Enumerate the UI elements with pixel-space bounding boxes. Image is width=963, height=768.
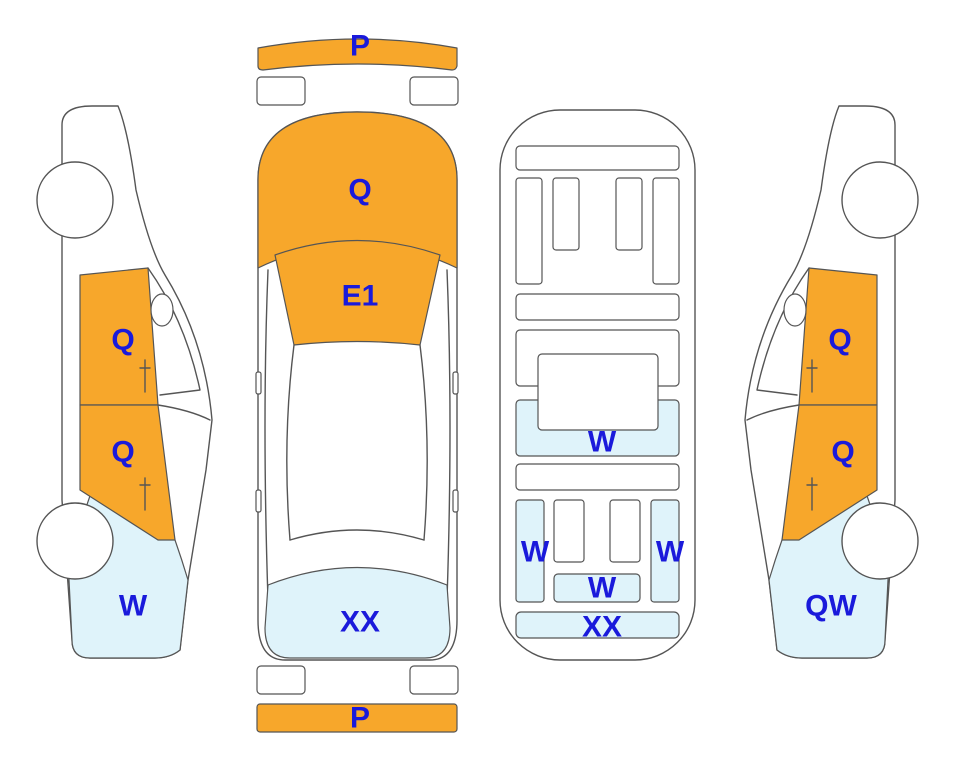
windshield-zone[interactable] — [274, 239, 441, 346]
under-left-rear-zone[interactable] — [515, 499, 545, 603]
left-front-handle — [139, 359, 151, 393]
right-mirror — [783, 293, 807, 327]
left-handle — [255, 489, 262, 513]
under-left-rear-label: W — [521, 536, 550, 569]
left-rear-door-label: Q — [111, 436, 134, 469]
windshield-label: E1 — [342, 280, 379, 313]
trunk-zone[interactable] — [264, 566, 451, 659]
under-right-rear-zone[interactable] — [650, 499, 680, 603]
left-side-view: Q Q W — [36, 105, 213, 659]
right-rear-wheel — [841, 502, 919, 580]
right-front-handle — [806, 359, 818, 393]
rear-bumper-zone[interactable] — [256, 703, 458, 733]
under-cross-member — [515, 293, 680, 321]
left-rear-handle — [139, 477, 151, 511]
right-belt-line — [746, 404, 800, 421]
under-front-right-inner — [615, 177, 643, 251]
right-front-wheel — [841, 161, 919, 239]
under-rear-mid-zone[interactable] — [553, 573, 641, 603]
hood-label: Q — [348, 174, 371, 207]
rear-bumper-label: P — [350, 702, 370, 735]
under-center-label: W — [588, 426, 617, 459]
left-window-line — [147, 267, 201, 396]
right-rear-door-zone[interactable] — [781, 404, 878, 541]
front-bumper-label: P — [350, 30, 370, 63]
under-front-bar — [515, 145, 680, 171]
under-rear-left-inner — [553, 499, 585, 563]
left-mirror — [255, 371, 262, 395]
under-rear-mid-label: W — [588, 572, 617, 605]
underside-view: W W W W XX — [499, 109, 696, 661]
left-front-wheel — [36, 161, 114, 239]
front-left-light — [256, 76, 306, 106]
top-view: P Q E1 XX P — [255, 30, 459, 735]
rear-right-light — [409, 665, 459, 695]
rear-left-light — [256, 665, 306, 695]
under-front-left-rail — [515, 177, 543, 285]
left-front-door-label: Q — [111, 324, 134, 357]
right-mirror — [452, 371, 459, 395]
right-rear-handle — [806, 477, 818, 511]
right-side-line — [446, 269, 451, 601]
right-rear-door-label: Q — [831, 436, 854, 469]
right-side-view: Q Q QW — [744, 105, 919, 659]
under-front-left-inner — [552, 177, 580, 251]
under-rear-right-inner — [609, 499, 641, 563]
left-rear-door-zone[interactable] — [79, 404, 176, 541]
rear-window-line — [289, 529, 425, 541]
under-front-right-rail — [652, 177, 680, 285]
left-pillar-line — [286, 344, 295, 541]
under-center-panel — [537, 353, 659, 431]
under-right-rear-label: W — [656, 536, 685, 569]
right-handle — [452, 489, 459, 513]
trunk-label: XX — [340, 606, 380, 639]
right-rear-quarter-label: QW — [805, 590, 857, 623]
left-belt-line — [157, 404, 211, 421]
left-rear-quarter-label: W — [119, 590, 148, 623]
right-front-door-label: Q — [828, 324, 851, 357]
front-bumper-zone[interactable] — [257, 38, 458, 71]
under-rear-zone[interactable] — [515, 611, 680, 639]
right-window-line — [756, 267, 810, 396]
left-side-line — [264, 269, 269, 601]
left-mirror — [150, 293, 174, 327]
under-rear-label: XX — [582, 611, 622, 644]
left-rear-wheel — [36, 502, 114, 580]
right-pillar-line — [419, 344, 428, 541]
front-right-light — [409, 76, 459, 106]
under-rear-cross — [515, 463, 680, 491]
